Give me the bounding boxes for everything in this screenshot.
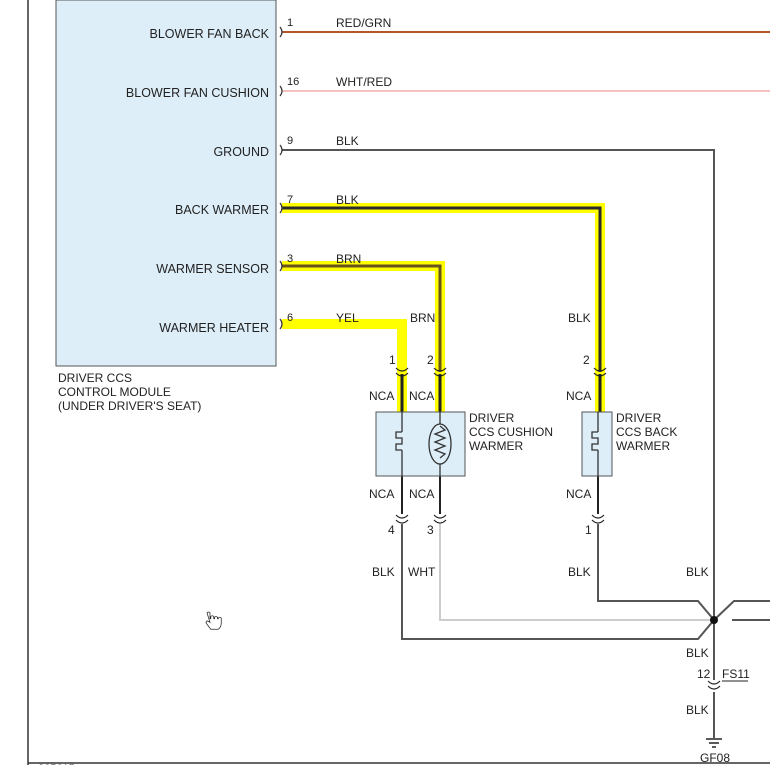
back-heater-element-icon [591,412,599,476]
svg-text:DRIVER: DRIVER [469,411,515,425]
svg-text:CONTROL MODULE: CONTROL MODULE [58,385,171,399]
wire-color-label: BLK [336,193,359,207]
wire-color-label: BLK [686,565,709,579]
thermistor-icon [428,412,452,476]
pin-number: 16 [287,76,299,88]
wire-color-label: BLK [372,565,395,579]
wire-color-label: WHT [408,565,436,579]
back-warmer-name: DRIVER CCS BACK WARMER [616,411,677,453]
nca-label: NCA [369,487,394,501]
connector-symbols-bottom [395,514,605,524]
module-pin-numbers: 1 16 9 7 3 6 [287,17,299,324]
pin-number: 4 [388,523,395,537]
ground-point-id: GF08 [700,751,730,765]
fs11-connector-symbol [707,680,721,690]
cushion-warmer-box [375,411,466,477]
pin-label-back-warmer: BACK WARMER [175,203,269,217]
wire-warmer-sensor-brn [282,264,442,372]
module-wire-labels: RED/GRN WHT/RED BLK BLK BRN YEL [336,16,392,325]
wire-color-label: BRN [336,252,361,266]
module-pin-labels: BLOWER FAN BACK BLOWER FAN CUSHION GROUN… [126,27,270,335]
svg-text:CCS BACK: CCS BACK [616,425,677,439]
wire-color-label: BLK [336,134,359,148]
wire-color-label: RED/GRN [336,16,391,30]
pin-label-blower-fan-cushion: BLOWER FAN CUSHION [126,86,269,100]
module-terminals [279,26,283,330]
connector-id: FS11 [722,667,750,681]
ground-symbol-icon [706,738,722,748]
pin-label-warmer-sensor: WARMER SENSOR [156,262,269,276]
wire-color-label: BLK [568,565,591,579]
pin-number: 6 [287,312,293,324]
nca-label: NCA [409,487,434,501]
pin-number: 1 [287,17,293,29]
pin-number: 7 [287,194,293,206]
svg-text:WARMER: WARMER [616,439,671,453]
module-name: DRIVER CCS CONTROL MODULE (UNDER DRIVER'… [58,371,201,413]
wire-ground-blk [282,149,715,620]
heater-element-icon [395,412,403,476]
wire-back-warmer-blk [282,206,602,372]
ground-labels: BLK BLK 12 FS11 BLK GF08 [686,565,750,765]
pin-number: 1 [389,353,396,367]
pin-label-ground: GROUND [213,145,269,159]
pin-number: 3 [427,523,434,537]
wire-color-label: WHT/RED [336,75,392,89]
footer-code: 365615 [38,763,75,765]
wire-color-label: BLK [568,311,591,325]
cushion-warmer-name: DRIVER CCS CUSHION WARMER [469,411,553,453]
svg-text:DRIVER: DRIVER [616,411,662,425]
splice-point [710,616,718,624]
connector-symbols-top [395,367,607,377]
back-warmer-labels: 2 BLK NCA NCA 1 BLK [566,311,592,579]
svg-text:WARMER: WARMER [469,439,524,453]
wire-color-label: BLK [686,703,709,717]
wire-wht-3 [439,524,714,621]
ccs-control-module-box [55,0,277,367]
nca-label: NCA [409,389,434,403]
pin-label-warmer-heater: WARMER HEATER [159,321,269,335]
wire-blk-right [713,600,770,621]
wire-blk-4 [401,524,715,640]
hand-cursor-icon [205,611,222,630]
pin-number: 12 [697,667,711,681]
svg-text:DRIVER CCS: DRIVER CCS [58,371,132,385]
wire-color-label: BRN [410,311,435,325]
pin-number: 2 [583,353,590,367]
wire-color-label: YEL [336,311,359,325]
pin-label-blower-fan-back: BLOWER FAN BACK [150,27,270,41]
pin-number: 9 [287,135,293,147]
wires [282,31,770,738]
cushion-warmer-labels: 1 2 BRN NCA NCA NCA NCA 4 3 BLK WHT [369,311,436,579]
nca-label: NCA [566,487,591,501]
wire-blk-1 [597,524,715,621]
pin-number: 1 [585,523,592,537]
wire-color-label: BLK [686,646,709,660]
svg-text:(UNDER DRIVER'S SEAT): (UNDER DRIVER'S SEAT) [58,399,201,413]
pin-number: 3 [287,253,293,265]
nca-label: NCA [566,389,591,403]
pin-number: 2 [427,353,434,367]
svg-text:CCS CUSHION: CCS CUSHION [469,425,553,439]
nca-label: NCA [369,389,394,403]
